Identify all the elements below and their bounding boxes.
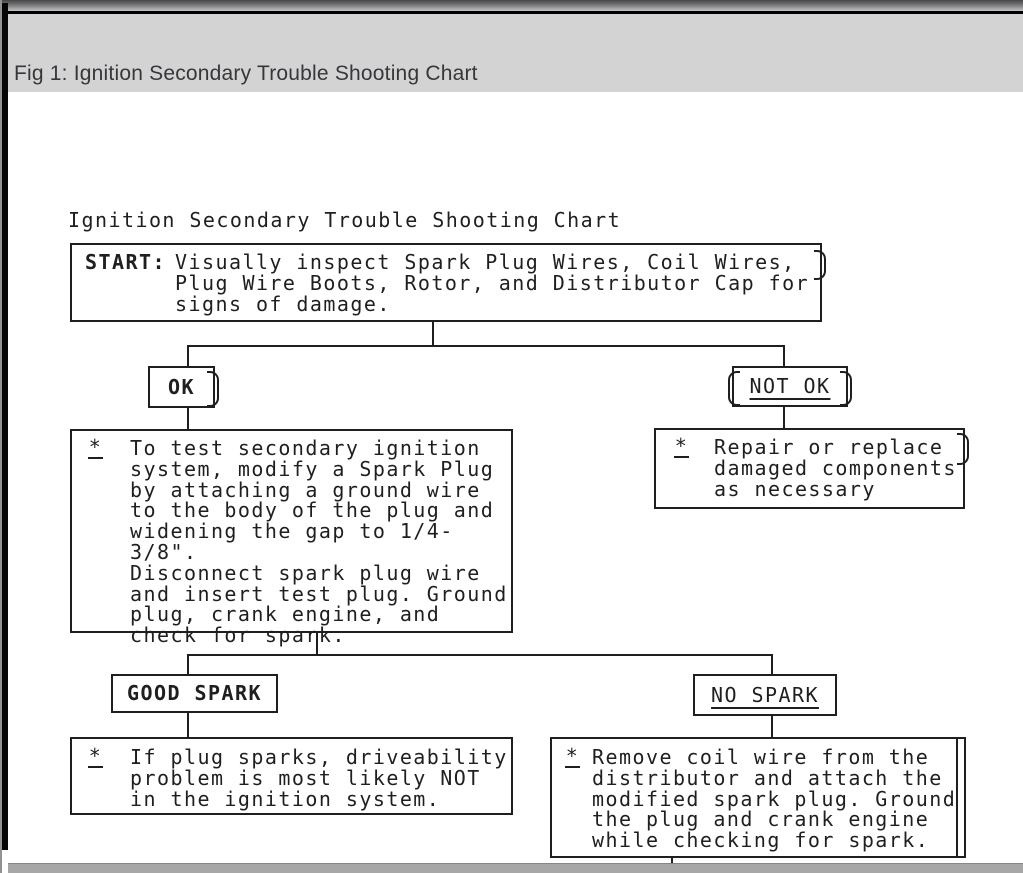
window-left-edge	[0, 0, 2, 873]
action-line: check for spark.	[130, 623, 346, 648]
good-spark-box: GOOD SPARK	[111, 674, 278, 713]
box-curl-decoration	[957, 433, 969, 465]
box-curl-decoration	[814, 250, 826, 280]
action-line: in the ignition system.	[130, 786, 441, 811]
not-ok-action-box: * Repair or replace damaged components a…	[654, 428, 969, 509]
start-text: Visually inspect Spark Plug Wires, Coil …	[175, 250, 796, 274]
no-spark-action-box: * Remove coil wire from the distributor …	[550, 737, 966, 858]
box-curl-decoration	[207, 371, 219, 407]
no-spark-label: NO SPARK	[711, 682, 819, 707]
action-line: as necessary	[714, 476, 876, 501]
action-line: damaged components	[714, 455, 957, 480]
connector-line	[316, 633, 318, 654]
action-line: Repair or replace	[714, 435, 944, 459]
good-spark-label: GOOD SPARK	[127, 681, 262, 706]
footnote-asterisk: *	[88, 744, 103, 768]
action-line: system, modify a Spark Plug	[130, 456, 495, 481]
connector-line	[783, 407, 785, 428]
no-spark-box: NO SPARK	[693, 674, 837, 716]
action-line: Remove coil wire from the	[592, 745, 930, 769]
action-line: If plug sparks, driveability	[130, 745, 508, 769]
window-top-edge	[0, 0, 1023, 11]
start-line-1: START: Visually inspect Spark Plug Wires,…	[85, 252, 820, 273]
connector-line	[187, 345, 785, 347]
action-line: problem is most likely NOT	[130, 765, 481, 790]
not-ok-label: NOT OK	[749, 374, 831, 399]
figure-caption-bar: Fig 1: Ignition Secondary Trouble Shooti…	[8, 14, 1023, 92]
ok-action-box: * To test secondary ignition system, mod…	[70, 429, 513, 645]
bottom-edge-bar	[8, 863, 1023, 873]
action-line: and insert test plug. Ground	[130, 581, 508, 606]
footnote-asterisk: *	[674, 434, 689, 458]
window-border-left	[2, 3, 8, 850]
figure-caption: Fig 1: Ignition Secondary Trouble Shooti…	[14, 62, 478, 85]
box-double-edge	[956, 739, 958, 856]
action-line: by attaching a ground wire	[130, 477, 481, 502]
start-line-3: signs of damage.	[175, 291, 391, 316]
footnote-asterisk: *	[565, 744, 580, 768]
good-spark-action-box: * If plug sparks, driveability problem i…	[70, 737, 513, 815]
action-line: the plug and crank engine	[592, 807, 930, 832]
connector-line	[432, 322, 434, 345]
action-line: Disconnect spark plug wire	[130, 560, 481, 585]
chart-title: Ignition Secondary Trouble Shooting Char…	[68, 208, 622, 232]
action-line: distributor and attach the	[592, 765, 943, 790]
action-line: To test secondary ignition	[130, 436, 481, 460]
connector-line	[187, 656, 189, 674]
action-line: plug, crank engine, and	[130, 602, 441, 627]
action-line: while checking for spark.	[592, 828, 930, 853]
connector-line	[783, 347, 785, 366]
connector-line	[187, 713, 189, 737]
connector-line	[187, 654, 773, 656]
connector-line	[187, 347, 189, 366]
box-curl-decoration	[728, 371, 740, 406]
start-line-2: Plug Wire Boots, Rotor, and Distributor …	[175, 270, 810, 295]
not-ok-box: NOT OK	[728, 366, 852, 407]
footnote-asterisk: *	[88, 435, 103, 459]
window-top-border	[0, 11, 1023, 14]
connector-line	[771, 716, 773, 737]
action-line: widening the gap to 1/4-3/8".	[130, 519, 454, 564]
connector-line	[187, 408, 189, 429]
start-box: START: Visually inspect Spark Plug Wires,…	[70, 243, 826, 322]
ok-box: OK	[148, 366, 219, 408]
action-line: modified spark plug. Ground	[592, 786, 957, 811]
action-line: to the body of the plug and	[130, 498, 495, 523]
box-curl-decoration	[840, 371, 852, 406]
connector-line	[671, 858, 673, 864]
start-label: START:	[85, 250, 166, 274]
connector-line	[771, 656, 773, 674]
ok-label: OK	[168, 374, 195, 399]
